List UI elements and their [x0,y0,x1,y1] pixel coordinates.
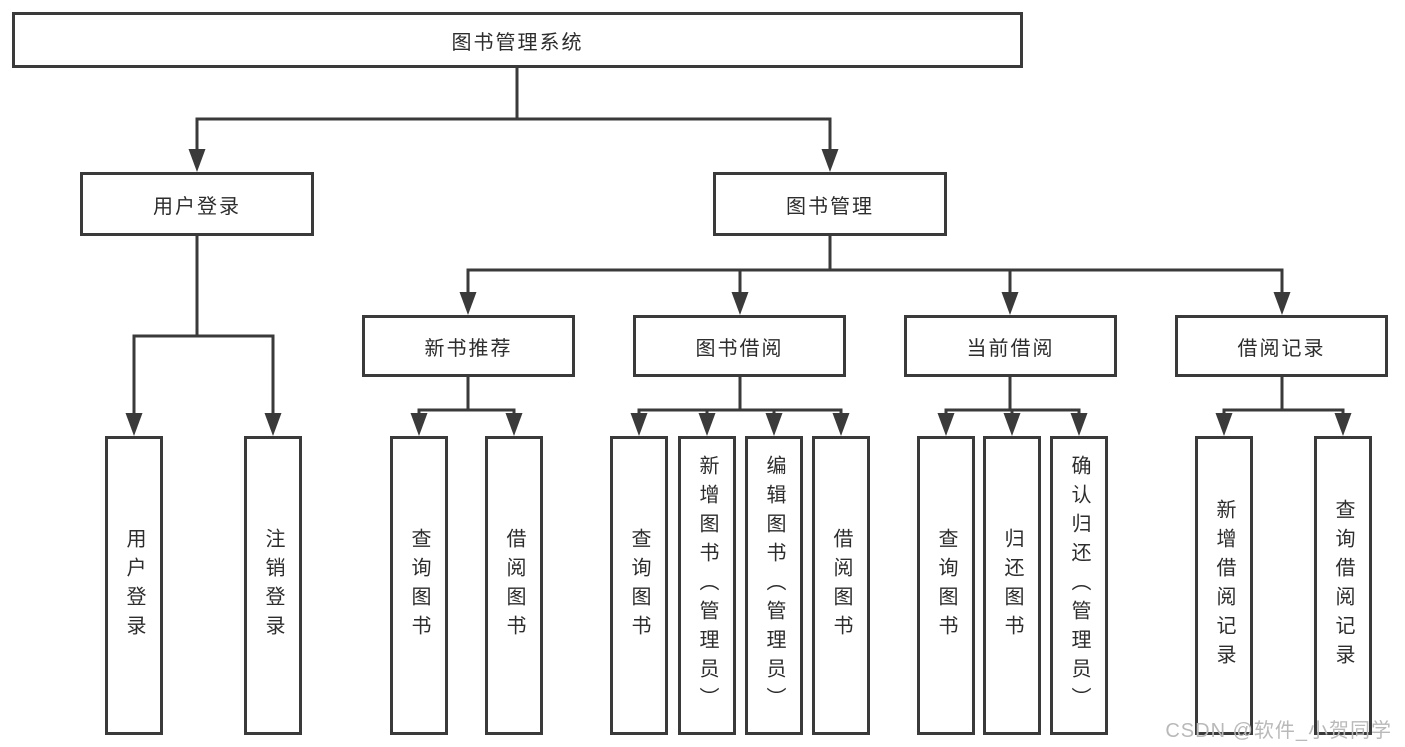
node-new-book-recommend: 新书推荐 [362,315,575,377]
leaf-label: 归还图书 [1001,527,1023,644]
node-user-login: 用户登录 [80,172,314,236]
connector-book-management-children [459,234,1291,315]
csdn-watermark: CSDN @软件_小贺同学 [1165,720,1392,742]
leaf-label: 查询图书 [408,527,430,644]
leaf-borrow-borrow-books: 借阅图书 [812,436,870,735]
leaf-borrow-edit-books-admin: 编辑图书（管理员） [745,436,803,735]
connector-borrow-leaves [630,375,850,436]
leaf-label: 确认归还（管理员） [1068,455,1090,716]
connector-user-login-children [125,234,282,436]
leaf-label: 查询图书 [935,527,957,644]
node-book-borrow: 图书借阅 [633,315,846,377]
node-current-borrow: 当前借阅 [904,315,1117,377]
leaf-records-add-record: 新增借阅记录 [1195,436,1253,735]
leaf-label: 查询借阅记录 [1332,498,1354,673]
leaf-current-query-books: 查询图书 [917,436,975,735]
leaf-recommend-borrow-books: 借阅图书 [485,436,543,735]
leaf-current-confirm-return-admin: 确认归还（管理员） [1050,436,1108,735]
node-borrow-records: 借阅记录 [1175,315,1388,377]
connector-current-leaves [937,375,1088,436]
leaf-label: 新增图书（管理员） [696,455,718,716]
leaf-recommend-query-books: 查询图书 [390,436,448,735]
leaf-logout: 注销登录 [244,436,302,735]
leaf-records-query-record: 查询借阅记录 [1314,436,1372,735]
leaf-borrow-add-books-admin: 新增图书（管理员） [678,436,736,735]
leaf-label: 用户登录 [123,527,145,644]
node-root: 图书管理系统 [12,12,1023,68]
connector-root-to-level2 [188,66,839,172]
leaf-label: 借阅图书 [503,527,525,644]
leaf-label: 编辑图书（管理员） [763,455,785,716]
leaf-label: 新增借阅记录 [1213,498,1235,673]
leaf-borrow-query-books: 查询图书 [610,436,668,735]
leaf-label: 借阅图书 [830,527,852,644]
leaf-user-login: 用户登录 [105,436,163,735]
leaf-label: 查询图书 [628,527,650,644]
leaf-label: 注销登录 [262,527,284,644]
node-book-management: 图书管理 [713,172,947,236]
leaf-current-return-books: 归还图书 [983,436,1041,735]
connector-records-leaves [1215,375,1352,436]
connector-recommend-leaves [410,375,523,436]
